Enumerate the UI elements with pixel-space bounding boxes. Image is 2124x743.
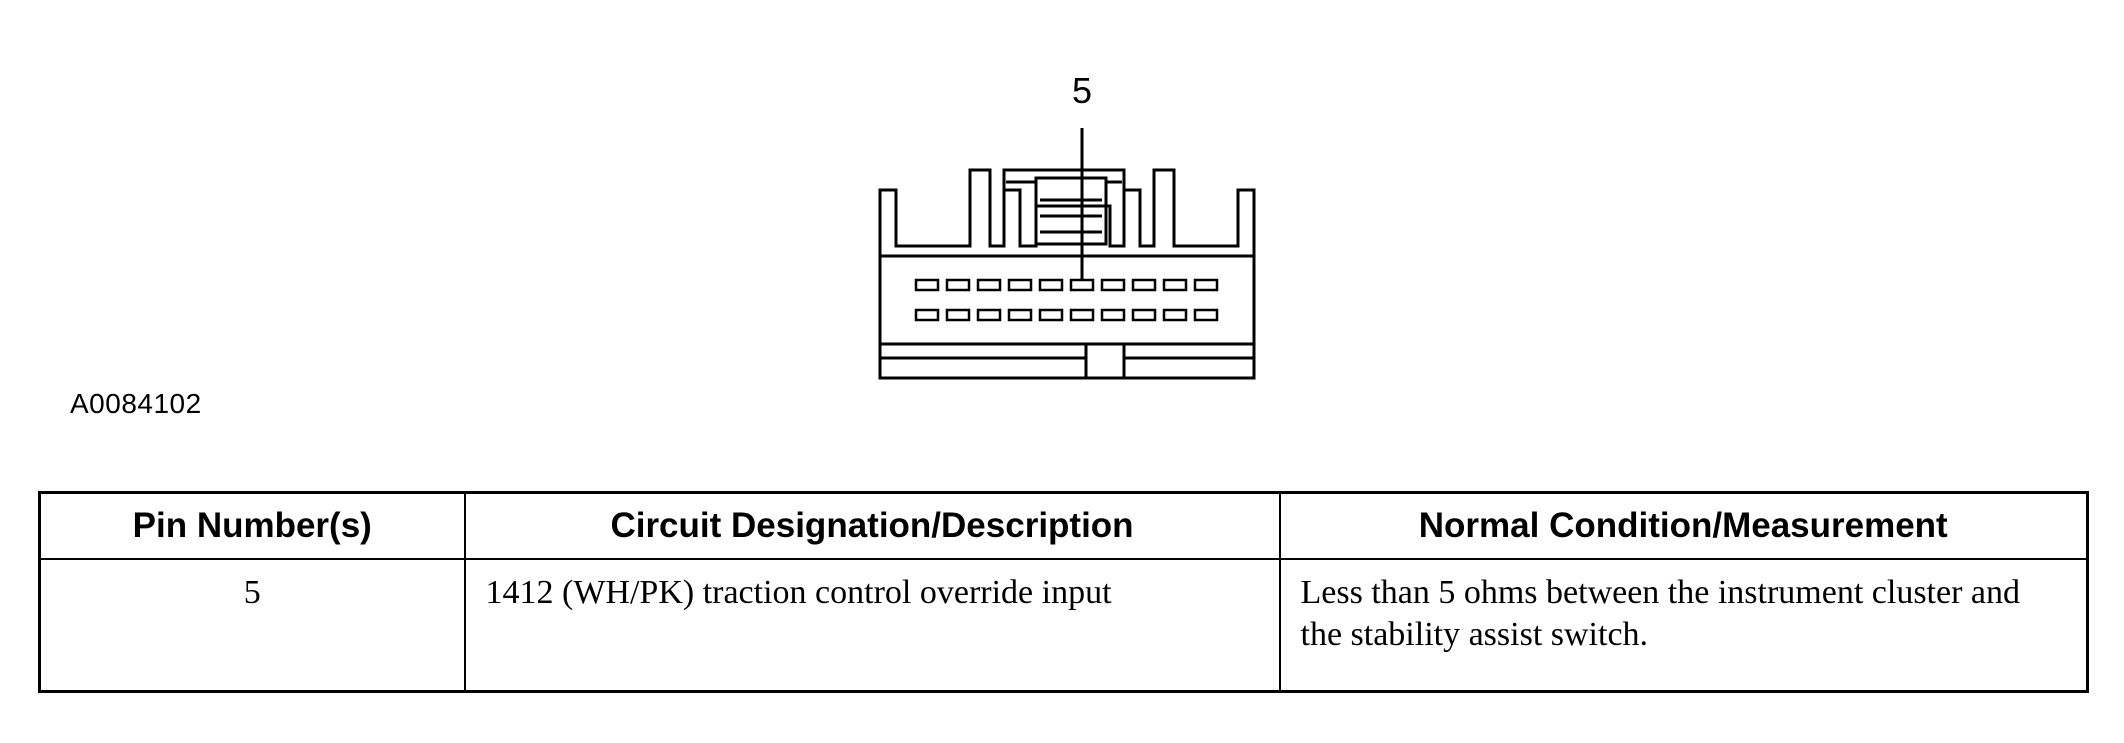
table-row: 5 1412 (WH/PK) traction control override…: [38, 558, 2089, 693]
latch-block: [1034, 176, 1108, 246]
pin-cavity: [1131, 308, 1157, 322]
pin-cavity: [1193, 278, 1219, 292]
pin-number-cell: 5: [38, 558, 466, 693]
pin-cavity: [1162, 278, 1188, 292]
figure-id: A0084102: [70, 388, 202, 419]
table-header-row: Pin Number(s) Circuit Designation/Descri…: [38, 491, 2089, 560]
latch-frame: [1002, 168, 1126, 190]
pin-cavity: [1038, 278, 1064, 292]
pin-cavity: [1007, 308, 1033, 322]
condition-cell: Less than 5 ohms between the instrument …: [1278, 558, 2089, 693]
pin-cavity: [1038, 308, 1064, 322]
header-pin-number: Pin Number(s): [38, 491, 466, 560]
pin-cavity: [976, 308, 1002, 322]
pin-cavity: [1193, 308, 1219, 322]
keying-slot: [1084, 344, 1126, 378]
circuit-cell: 1412 (WH/PK) traction control override i…: [463, 558, 1281, 693]
header-condition: Normal Condition/Measurement: [1278, 491, 2089, 560]
pin-cavity: [1100, 308, 1126, 322]
pin-cavity: [1131, 278, 1157, 292]
pin-cavity: [1162, 308, 1188, 322]
callout-label: 5: [1072, 70, 1092, 111]
pin-cavity-5: [1069, 278, 1095, 292]
pin-cavity: [914, 308, 940, 322]
connector-housing-outline: [878, 168, 1256, 380]
pin-cavity: [945, 308, 971, 322]
pin-cavity: [1007, 278, 1033, 292]
connector-diagram: 5: [878, 70, 1256, 380]
pin-cavity: [1069, 308, 1095, 322]
header-circuit: Circuit Designation/Description: [463, 491, 1281, 560]
pin-cavity: [1100, 278, 1126, 292]
pin-table: Pin Number(s) Circuit Designation/Descri…: [38, 491, 2089, 693]
pin-cavity: [914, 278, 940, 292]
pin-cavity: [945, 278, 971, 292]
pin-cavity: [976, 278, 1002, 292]
